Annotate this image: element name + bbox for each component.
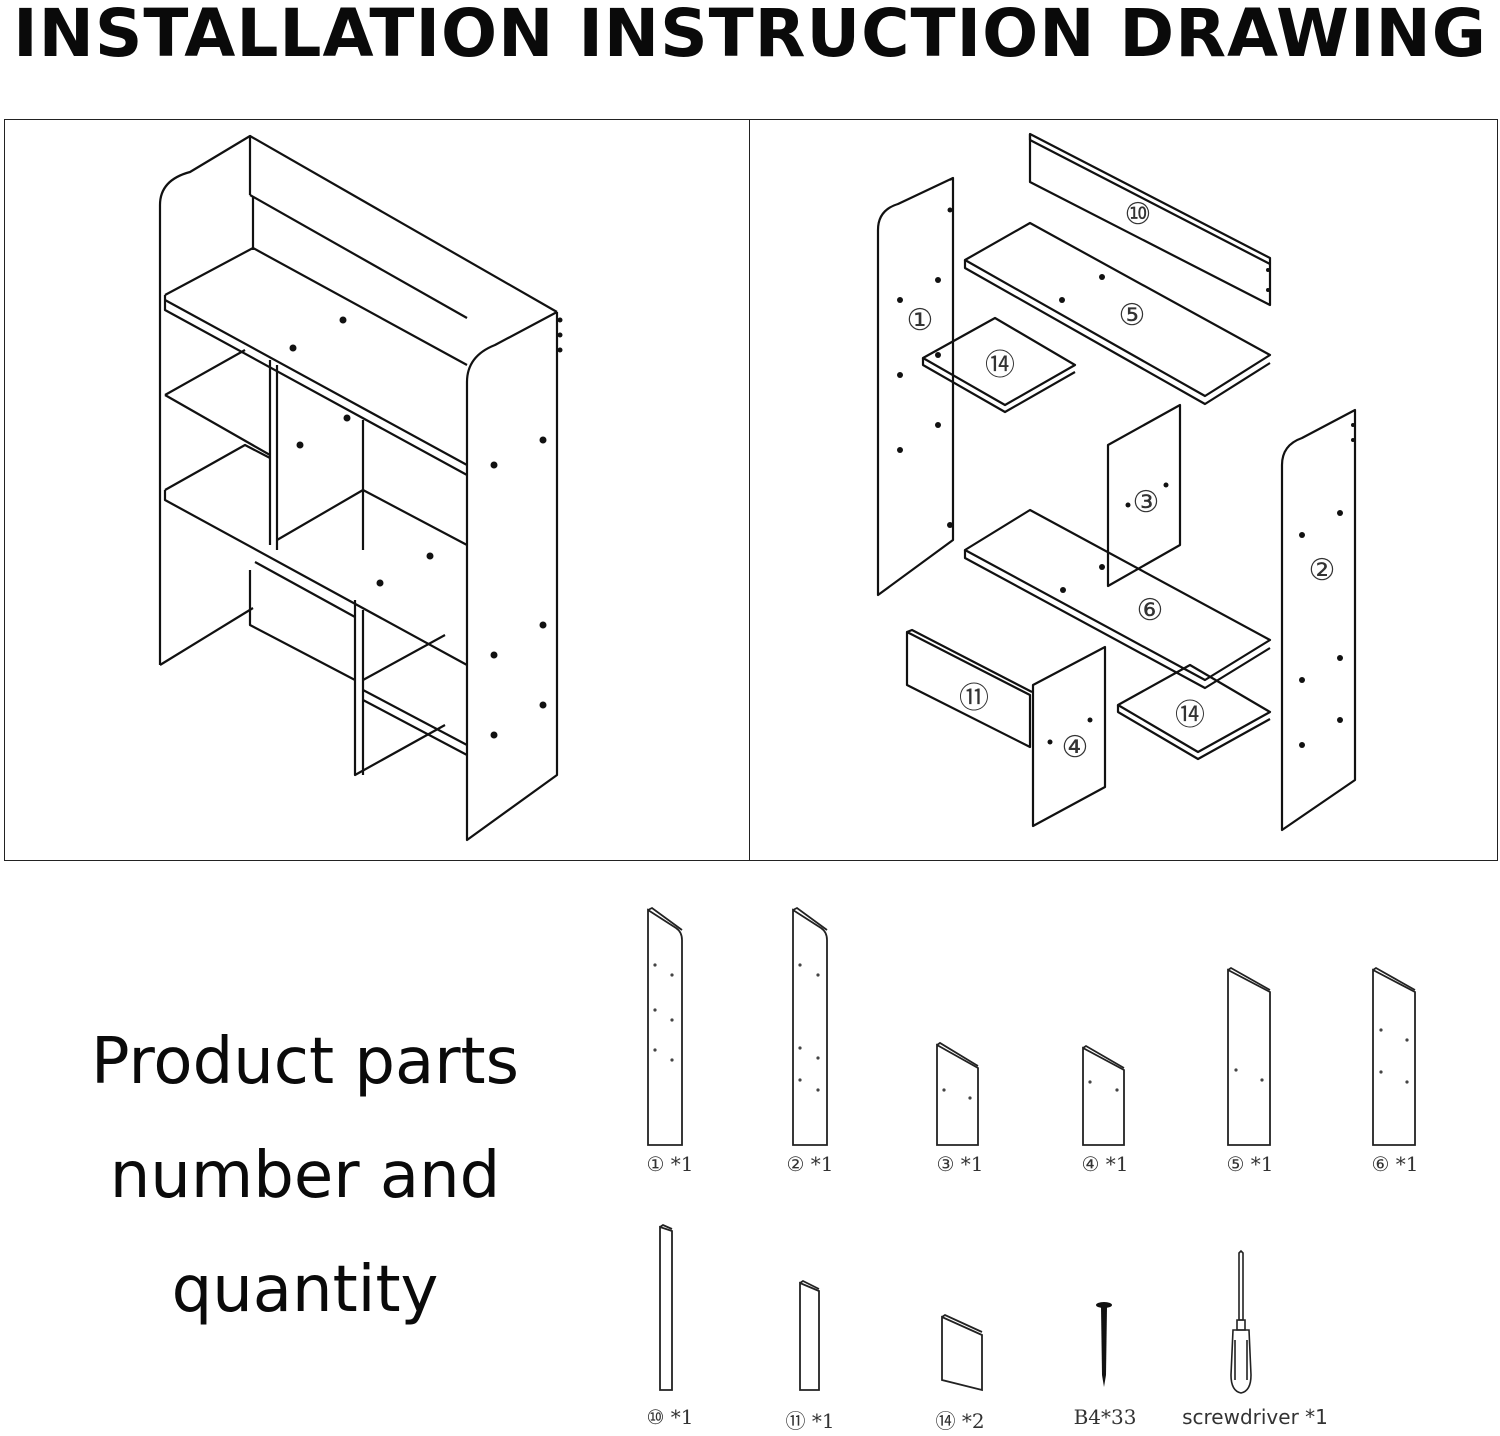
part-qty: *2 [961, 1409, 985, 1433]
page-title: INSTALLATION INSTRUCTION DRAWING [13, 0, 1487, 72]
part-number: ④ [1081, 1152, 1100, 1176]
exploded-view-panel: ⑩ ⑤ ① ⑭ ③ ② ⑥ ⑪ ④ ⑭ [749, 119, 1498, 861]
part-qty: *1 [670, 1405, 694, 1429]
callout-2: ② [1309, 553, 1336, 588]
part-qty: *1 [1395, 1152, 1419, 1176]
assembled-shelf-drawing [158, 134, 563, 842]
part-item-screw: B4*33 [1025, 1155, 1185, 1429]
short-panel-icon [936, 1041, 979, 1146]
callout-14-bottom: ⑭ [1175, 698, 1205, 733]
part-item-5: ⑤ *1 [1170, 900, 1330, 1176]
part-number: ① [646, 1152, 665, 1176]
part-item-1: ① *1 [590, 900, 750, 1176]
back-rail-icon [659, 1223, 673, 1391]
shelf-board-icon [1227, 966, 1271, 1146]
part-item-11: ⑪ *1 [730, 1155, 890, 1433]
part-qty: *1 [960, 1152, 984, 1176]
part-number: ③ [936, 1152, 955, 1176]
part-number: ⑥ [1371, 1152, 1390, 1176]
part-qty: *1 [811, 1409, 835, 1433]
part-number: ⑪ [785, 1409, 806, 1433]
part-qty: *1 [1305, 1405, 1328, 1429]
part-qty: *1 [1250, 1152, 1274, 1176]
part-number: screwdriver [1182, 1405, 1299, 1429]
short-panel-icon [1082, 1044, 1125, 1146]
part-item-screwdriver: screwdriver *1 [1165, 1155, 1345, 1429]
assembled-view-panel [4, 119, 750, 861]
side-panel-rounded-icon [647, 906, 683, 1146]
callout-1: ① [907, 303, 934, 338]
part-item-3: ③ *1 [880, 900, 1040, 1176]
part-item-14: ⑭ *2 [880, 1155, 1040, 1433]
part-qty: *1 [1105, 1152, 1129, 1176]
shelf-board-icon [1372, 966, 1416, 1146]
part-item-4: ④ *1 [1025, 900, 1185, 1176]
side-panel-rounded-icon [792, 906, 828, 1146]
part-item-2: ② *1 [730, 900, 890, 1176]
callout-6: ⑥ [1137, 593, 1164, 628]
part-qty: *1 [670, 1152, 694, 1176]
short-rail-icon [799, 1279, 820, 1391]
callout-11: ⑪ [959, 681, 989, 716]
heading-line-2: number and [109, 1139, 501, 1213]
part-qty: *1 [810, 1152, 834, 1176]
heading-line-1: Product parts [91, 1025, 519, 1099]
callout-10: ⑩ [1125, 197, 1152, 232]
screwdriver-icon [1230, 1249, 1252, 1394]
part-item-10: ⑩ *1 [590, 1155, 750, 1429]
part-item-6: ⑥ *1 [1315, 900, 1475, 1176]
callout-3: ③ [1133, 485, 1160, 520]
part-number: ⑤ [1226, 1152, 1245, 1176]
part-number: ⑭ [935, 1409, 956, 1433]
callout-4: ④ [1062, 730, 1089, 765]
exploded-parts-drawing: ⑩ ⑤ ① ⑭ ③ ② ⑥ ⑪ ④ ⑭ [876, 132, 1357, 832]
part-number: ⑩ [646, 1405, 665, 1429]
part-number: B4*33 [1073, 1405, 1137, 1429]
small-shelf-icon [941, 1313, 983, 1392]
screw-icon [1096, 1302, 1112, 1387]
callout-14-top: ⑭ [985, 348, 1015, 383]
callout-5: ⑤ [1119, 298, 1146, 333]
heading-line-3: quantity [171, 1253, 439, 1327]
parts-heading: Product parts number and quantity [40, 1005, 570, 1347]
part-number: ② [786, 1152, 805, 1176]
